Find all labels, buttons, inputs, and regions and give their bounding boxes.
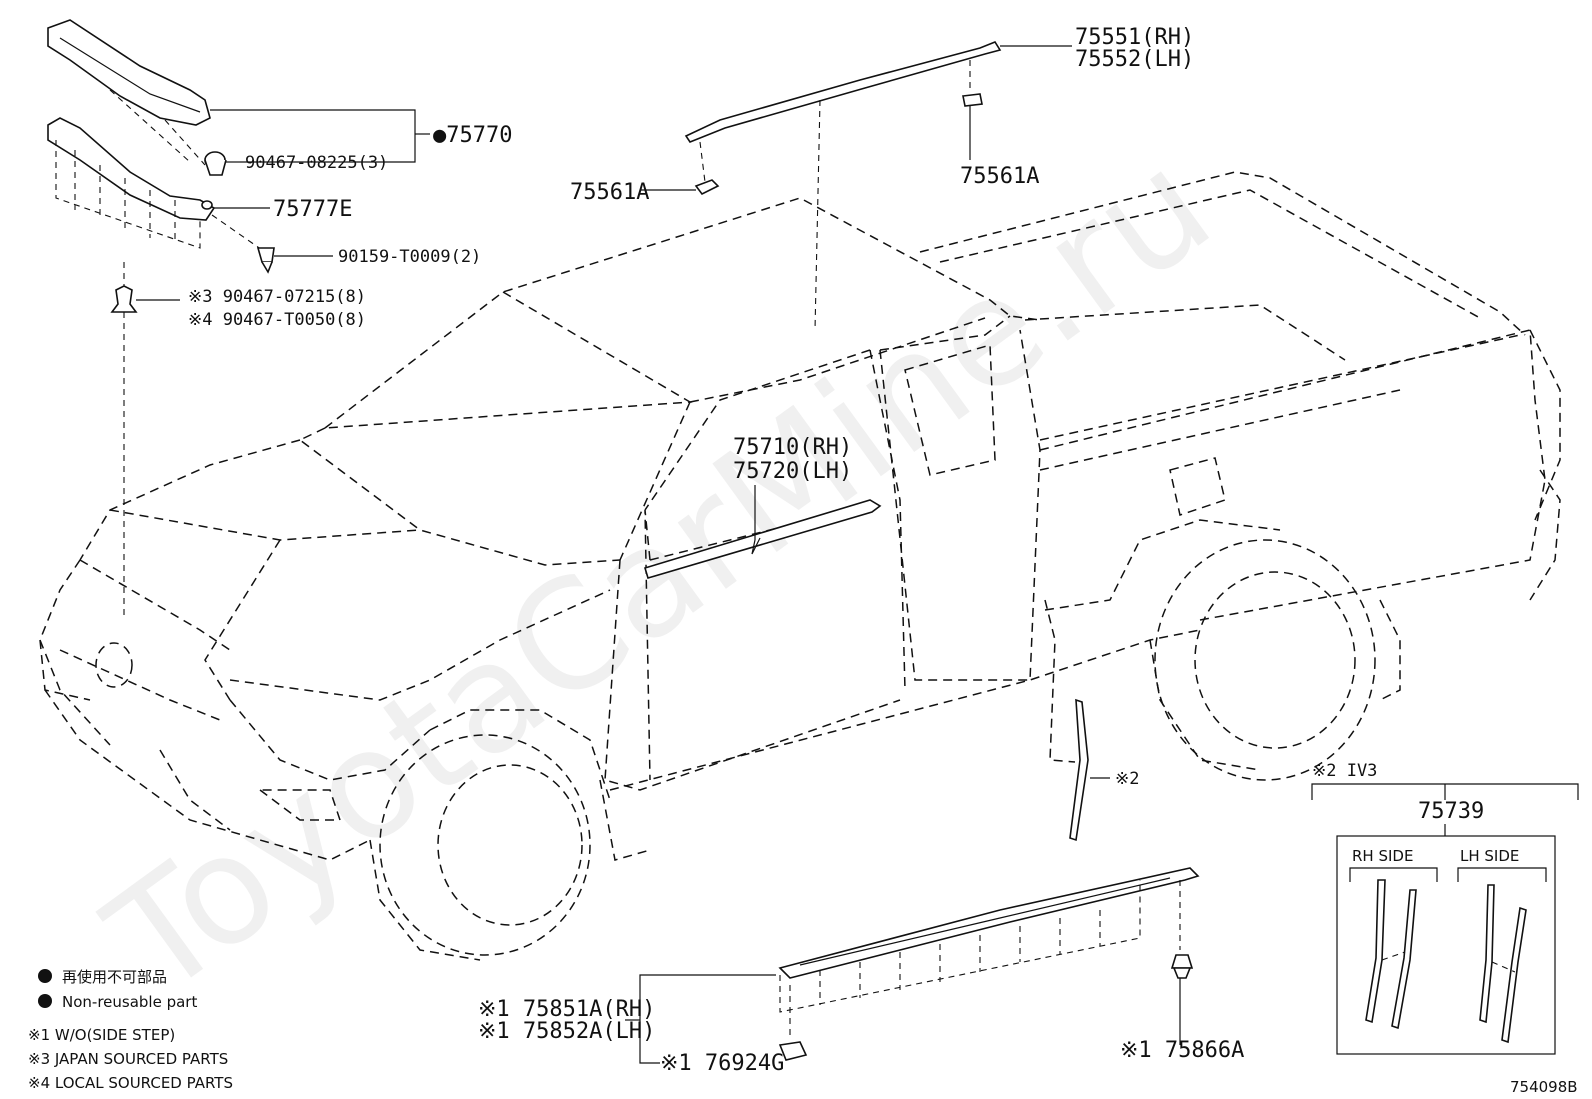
label-90159: 90159-T0009(2) (338, 247, 481, 267)
diagram-code: 754098B (1510, 1078, 1578, 1096)
label-90467-t0050: ※4 90467-T0050(8) (188, 310, 366, 330)
legend-dot-en (38, 994, 52, 1008)
inset-75739: ※2 IV3 75739 RH SIDE LH SIDE (1311, 761, 1579, 1055)
label-75851a: ※1 75851A(RH) (478, 997, 655, 1022)
label-lh-side: LH SIDE (1460, 847, 1519, 865)
label-75710: 75710(RH) (733, 435, 852, 460)
roof-moulding (684, 41, 1002, 331)
label-75720: 75720(LH) (733, 459, 852, 484)
clip-90467-07215 (110, 262, 138, 620)
label-75770: ●75770 (433, 123, 512, 148)
label-90467-07215: ※3 90467-07215(8) (188, 287, 366, 307)
label-90467-08225: 90467-08225(3) (245, 153, 388, 173)
label-76924g: ※1 76924G (660, 1051, 784, 1076)
legend-dot-jp (38, 969, 52, 983)
screw-90159 (256, 247, 275, 274)
legend: 再使用不可部品 Non-reusable part ※1 W/O(SIDE ST… (28, 968, 233, 1092)
clip-90467-08225 (204, 151, 240, 176)
label-rh-side: RH SIDE (1352, 847, 1413, 865)
label-75551: 75551(RH) (1075, 25, 1194, 50)
leader-lines (136, 45, 1181, 1064)
inset-note: ※2 IV3 (1312, 761, 1377, 781)
clip-75561a-left (694, 179, 720, 196)
belt-moulding (644, 499, 882, 579)
rocker-moulding (778, 867, 1200, 1040)
clip-75866a (1170, 954, 1194, 979)
label-75561a-left: 75561A (570, 180, 649, 205)
legend-n4: ※4 LOCAL SOURCED PARTS (28, 1074, 233, 1092)
label-75777e: 75777E (273, 197, 352, 222)
retainer-75777e (47, 117, 266, 253)
legend-en: Non-reusable part (62, 993, 197, 1011)
label-75739: 75739 (1418, 799, 1484, 824)
label-75852a: ※1 75852A(LH) (478, 1019, 655, 1044)
label-75561a-right: 75561A (960, 164, 1039, 189)
truck-outline (39, 171, 1561, 961)
legend-jp: 再使用不可部品 (62, 968, 167, 986)
legend-n3: ※3 JAPAN SOURCED PARTS (28, 1050, 228, 1068)
clip-75561a-right (962, 93, 983, 160)
label-75552: 75552(LH) (1075, 47, 1194, 72)
legend-n1: ※1 W/O(SIDE STEP) (28, 1026, 175, 1044)
label-note-2: ※2 (1115, 769, 1139, 789)
clip-76924g (778, 1041, 808, 1061)
pillar-garnish (1069, 698, 1089, 842)
hood-protector (47, 19, 211, 166)
label-75866a: ※1 75866A (1120, 1038, 1244, 1063)
